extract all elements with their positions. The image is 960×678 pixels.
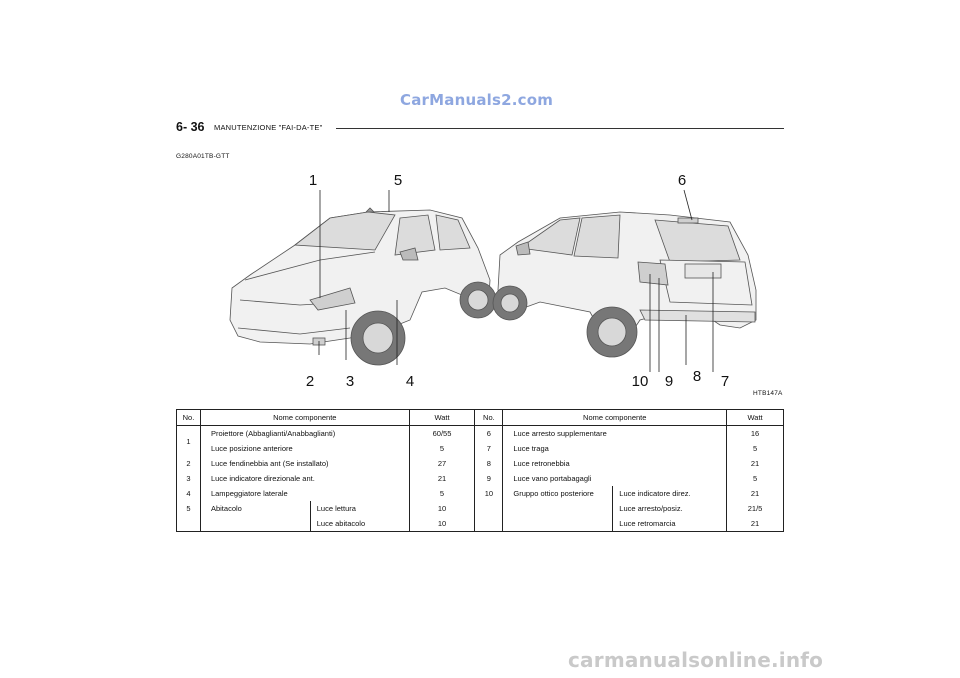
row-name-right: Luce retronebbia — [502, 456, 728, 471]
row-sub: Luce abitacolo — [309, 516, 410, 532]
watermark-bottom: carmanualsonline.info — [568, 648, 824, 672]
callout-9: 9 — [665, 373, 673, 390]
row-watt: 10 — [408, 501, 476, 516]
callout-2: 2 — [306, 373, 314, 390]
table-row: 5 Abitacolo Luce lettura 10 Luce arresto… — [176, 501, 784, 532]
row-name: Luce fendinebbia ant (Se installato) — [199, 456, 410, 471]
table-header-row: No. Nome componente Watt No. Nome compon… — [176, 409, 784, 426]
row-no: 3 — [176, 471, 201, 486]
row-name-right: Gruppo ottico posteriore — [502, 486, 614, 532]
row-watt: 60/55 — [408, 425, 476, 441]
row-watt-right: 5 — [726, 471, 784, 486]
header-no-left: No. — [176, 409, 201, 426]
row-no-right: 7 — [474, 441, 504, 456]
callout-8: 8 — [693, 368, 701, 385]
callout-6: 6 — [678, 172, 686, 189]
row-sub-right: Luce retromarcia — [612, 516, 728, 532]
row-watt-right: 21 — [726, 456, 784, 471]
row-name: Luce indicatore direzionale ant. — [199, 471, 410, 486]
row-name: Abitacolo — [199, 501, 311, 532]
callout-7: 7 — [721, 373, 729, 390]
row-sub-right: Luce arresto/posiz. — [612, 501, 728, 516]
row-no-right: 8 — [474, 456, 504, 471]
table-row: 1 Proiettore (Abbaglianti/Anabbaglianti)… — [176, 425, 784, 456]
row-name: Luce posizione anteriore — [199, 441, 410, 456]
row-name: Proiettore (Abbaglianti/Anabbaglianti) — [199, 425, 410, 441]
header-component-left: Nome componente — [199, 409, 410, 426]
row-no-right: 9 — [474, 471, 504, 486]
row-sub-right: Luce indicatore direz. — [612, 486, 728, 501]
row-name: Lampeggiatore laterale — [199, 486, 410, 501]
row-watt: 27 — [408, 456, 476, 471]
header-no-right: No. — [474, 409, 504, 426]
table-row: 2 Luce fendinebbia ant (Se installato) 2… — [176, 456, 784, 471]
row-watt: 5 — [408, 486, 476, 501]
header-component-right: Nome componente — [502, 409, 728, 426]
row-name-right: Luce arresto supplementare — [502, 425, 728, 441]
row-no: 1 — [176, 425, 201, 456]
row-watt-right: 21 — [726, 486, 784, 501]
row-watt: 10 — [408, 516, 476, 532]
row-no: 4 — [176, 486, 201, 501]
page-number: 6- 36 — [176, 120, 205, 134]
watermark-top[interactable]: CarManuals2.com — [400, 91, 554, 109]
page-header: 6- 36 MANUTENZIONE "FAI-DA-TE" — [176, 120, 784, 140]
row-no-right: 6 — [474, 425, 504, 441]
callout-5: 5 — [394, 172, 402, 189]
rear-car-drawing — [492, 211, 757, 358]
header-watt-right: Watt — [726, 409, 784, 426]
callout-1: 1 — [309, 172, 317, 189]
row-no-right: 10 — [474, 486, 504, 532]
row-watt: 5 — [408, 441, 476, 456]
table-row: Luce posizione anteriore 5 7 Luce traga … — [177, 441, 784, 456]
callout-10: 10 — [632, 373, 649, 390]
row-name-right: Luce traga — [502, 441, 728, 456]
callout-4: 4 — [406, 373, 414, 390]
row-name-right: Luce vano portabagagli — [502, 471, 728, 486]
car-lights-illustration: 1 5 6 2 3 4 10 9 8 7 — [229, 169, 757, 390]
row-watt-right: 16 — [726, 425, 784, 441]
row-watt-right: 21 — [726, 516, 784, 532]
row-watt: 21 — [408, 471, 476, 486]
figure-code: HTB147A — [753, 390, 783, 397]
row-watt-right: 5 — [726, 441, 784, 456]
header-rule — [336, 128, 784, 129]
table-row: 4 Lampeggiatore laterale 5 10 Gruppo ott… — [176, 486, 784, 532]
row-no: 5 — [176, 501, 201, 532]
callout-3: 3 — [346, 373, 354, 390]
row-no: 2 — [176, 456, 201, 471]
section-title: MANUTENZIONE "FAI-DA-TE" — [214, 123, 323, 132]
row-watt-right: 21/5 — [726, 501, 784, 516]
header-watt-left: Watt — [408, 409, 476, 426]
front-car-drawing — [229, 207, 497, 366]
table-row: 3 Luce indicatore direzionale ant. 21 9 … — [176, 471, 784, 486]
leader-lines — [318, 189, 714, 372]
callout-numbers: 1 5 6 2 3 4 10 9 8 7 — [302, 169, 729, 390]
document-code: G280A01TB-GTT — [176, 153, 230, 160]
bulb-spec-table: No. Nome componente Watt No. Nome compon… — [176, 409, 784, 532]
row-sub: Luce lettura — [309, 501, 410, 516]
table-row: Luce abitacolo 10 Luce retromarcia 21 — [177, 516, 784, 532]
